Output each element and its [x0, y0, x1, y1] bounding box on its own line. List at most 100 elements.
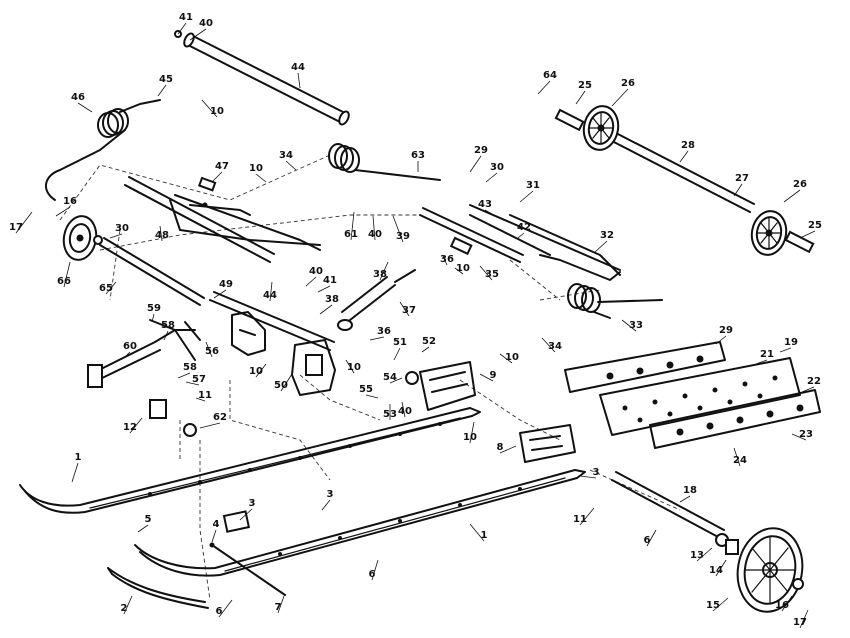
leader-line: [211, 529, 217, 543]
part-callout-number: 36: [440, 254, 454, 265]
leader-line: [137, 524, 149, 533]
leader-line: [715, 559, 727, 577]
leader-line: [159, 225, 163, 242]
part-callout-number: 42: [517, 222, 531, 233]
part-callout-number: 32: [600, 230, 614, 241]
part-callout-number: 16: [775, 600, 789, 611]
part-callout-number: 9: [490, 370, 497, 381]
part-callout-number: 40: [199, 18, 213, 29]
part-callout-number: 34: [279, 150, 293, 161]
front-idler-wheel: [62, 215, 103, 261]
part-callout-number: 19: [784, 337, 798, 348]
part-callout-number: 6: [216, 606, 223, 617]
part-callout-number: 18: [683, 485, 697, 496]
part-callout-number: 46: [71, 92, 85, 103]
leader-line: [519, 190, 534, 203]
small-parts: [202, 202, 286, 596]
leader-line: [285, 160, 297, 171]
leader-line: [479, 373, 494, 382]
part-callout-number: 44: [263, 290, 277, 301]
part-callout-number: 38: [325, 294, 339, 305]
shock-absorber: [337, 269, 416, 331]
leader-line: [799, 609, 809, 629]
leader-line: [239, 508, 253, 521]
leader-line: [733, 447, 741, 467]
part-callout-number: 10: [210, 106, 224, 117]
center-bracket: [291, 339, 336, 396]
leader-line: [177, 372, 191, 379]
leader-line: [269, 281, 273, 302]
part-callout-number: 11: [573, 514, 587, 525]
part-callout-number: 8: [497, 442, 504, 453]
leader-line: [321, 499, 331, 511]
leader-line: [255, 173, 267, 183]
leader-line: [392, 215, 404, 243]
track-clip-panel: [564, 341, 821, 449]
leader-line: [185, 381, 200, 386]
leader-line: [105, 281, 117, 295]
part-callout-number: 66: [57, 276, 71, 287]
part-callout-number: 25: [578, 80, 592, 91]
leader-line: [541, 337, 556, 353]
part-callout-number: 11: [198, 390, 212, 401]
part-callout-number: 60: [123, 341, 137, 352]
part-callout-number: 1: [75, 452, 82, 463]
part-callout-number: 6: [644, 535, 651, 546]
leader-line: [442, 255, 448, 266]
leader-line: [399, 301, 410, 317]
leader-line: [479, 265, 493, 281]
leader-line: [594, 240, 608, 253]
part-callout-number: 10: [249, 163, 263, 174]
leader-line: [469, 155, 482, 173]
leader-line: [696, 547, 713, 562]
leader-line: [123, 351, 131, 359]
leader-line: [517, 232, 525, 239]
leader-line: [421, 346, 430, 353]
part-callout-number: 33: [629, 320, 643, 331]
leader-line: [205, 341, 213, 358]
torsion-spring-right: [567, 283, 663, 319]
part-callout-number: 5: [145, 514, 152, 525]
part-callout-number: 53: [383, 409, 397, 420]
part-callout-number: 35: [485, 269, 499, 280]
leader-line: [379, 261, 389, 281]
part-callout-number: 61: [344, 229, 358, 240]
leader-line: [611, 88, 629, 107]
part-callout-number: 6: [369, 569, 376, 580]
leader-line: [319, 304, 333, 315]
part-callout-number: 17: [793, 617, 807, 628]
part-callout-number: 51: [393, 337, 407, 348]
part-callout-number: 41: [323, 275, 337, 286]
leader-line: [499, 445, 517, 454]
part-callout-number: 10: [456, 263, 470, 274]
rear-bracket: [405, 361, 476, 411]
left-slide-rail: [19, 407, 481, 514]
part-callout-number: 50: [274, 380, 288, 391]
leader-line: [177, 22, 187, 35]
leader-line: [537, 80, 551, 95]
part-callout-number: 1: [481, 530, 488, 541]
leader-line: [484, 209, 493, 215]
part-callout-number: 41: [179, 12, 193, 23]
part-callout-number: 57: [192, 374, 206, 385]
leader-line: [201, 99, 218, 118]
part-callout-number: 63: [411, 150, 425, 161]
leader-line: [297, 72, 301, 89]
part-callout-number: 21: [760, 349, 774, 360]
part-callout-number: 17: [9, 222, 23, 233]
part-callout-number: 40: [398, 406, 412, 417]
part-callout-number: 48: [155, 230, 169, 241]
part-callout-number: 10: [249, 366, 263, 377]
part-callout-number: 36: [377, 326, 391, 337]
front-arm-assembly: [124, 176, 321, 263]
leader-line: [369, 336, 385, 341]
part-callout-number: 10: [347, 362, 361, 373]
part-callout-number: 62: [213, 412, 227, 423]
part-callout-number: 59: [147, 303, 161, 314]
leader-line: [401, 401, 406, 418]
leader-line: [157, 84, 167, 97]
front-bracket: [519, 424, 576, 463]
part-callout-number: 15: [706, 600, 720, 611]
leader-line: [733, 183, 743, 197]
